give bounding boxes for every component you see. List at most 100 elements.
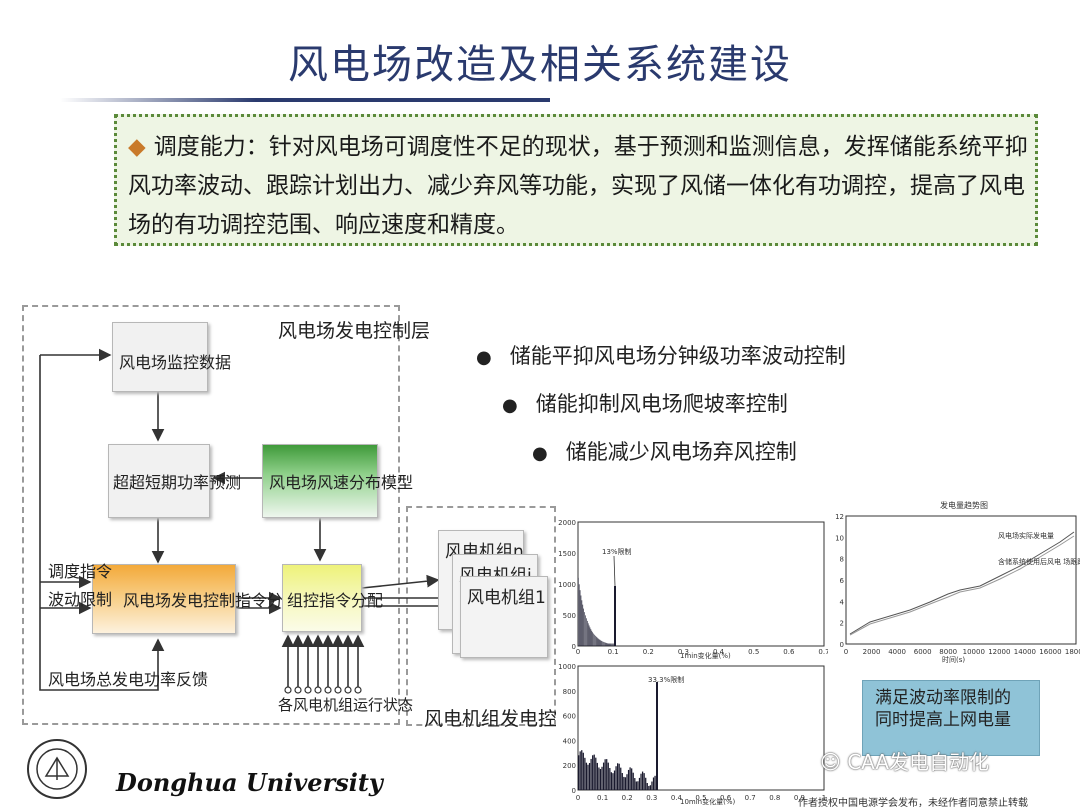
histogram-bar (579, 590, 581, 646)
histogram-bottom-y-tick: 600 (563, 713, 576, 721)
histogram-bar (623, 776, 625, 790)
histogram-top-x-tick: 0.3 (678, 648, 689, 656)
trend-y-tick: 2 (840, 620, 844, 628)
histogram-bar (588, 625, 590, 646)
histogram-top-x-tick: 0.6 (783, 648, 795, 656)
histogram-bar (591, 630, 593, 646)
histogram-top-bars (578, 577, 616, 646)
histogram-top-x-tick: 0.2 (643, 648, 654, 656)
turbine-1-box: 风电机组1 (460, 576, 548, 658)
allocator-label: 组控指令分配 (287, 591, 384, 610)
trend-xlabel: 时间(s) (942, 655, 965, 664)
histogram-bar (631, 768, 633, 790)
trend-x-tick: 16000 (1039, 648, 1061, 656)
monitor-data-box: 风电场监控数据 (112, 322, 231, 392)
turbine-state-label: 各风电机组运行状态 (278, 696, 414, 714)
histogram-bar (586, 618, 587, 646)
histogram-bar (604, 759, 606, 790)
histogram-bar (598, 639, 600, 646)
histogram-bar (654, 775, 656, 790)
histogram-bar (621, 773, 623, 790)
histogram-top-y-tick: 0 (572, 643, 576, 651)
footer-note: 作者授权中国电源学会发布，未经作者同意禁止转载 (798, 798, 1028, 809)
turbine-layer-label: 风电机组发电控制层 (424, 708, 596, 730)
controller-label: 风电场发电控制指令分配 (123, 591, 300, 610)
histogram-bar (602, 762, 605, 790)
histogram-bottom-y-tick: 1000 (558, 663, 576, 671)
histogram-bar (589, 627, 591, 646)
histogram-bar (578, 577, 579, 646)
histogram-bar (596, 637, 598, 646)
histogram-bar (641, 771, 644, 790)
histogram-bar (643, 773, 645, 790)
trend-legend-1: 风电场实际发电量 (998, 531, 1054, 540)
histogram-top-annotation: 13%限制 (602, 547, 632, 556)
feedback-label: 风电场总发电功率反馈 (48, 670, 209, 689)
trend-x-tick: 4000 (888, 648, 906, 656)
university-seal-icon (27, 739, 87, 799)
histogram-bar (596, 636, 597, 646)
histogram-top-x-tick: 0.4 (713, 648, 725, 656)
wind-model-box: 风电场风速分布模型 (262, 444, 413, 518)
histogram-bar (581, 600, 583, 646)
trend-y-tick: 8 (840, 556, 844, 564)
histogram-bar (595, 635, 596, 646)
callout-box: 满足波动率限制的同时提高上网电量 (862, 680, 1040, 756)
histogram-bar (606, 643, 608, 646)
trend-title: 发电量趋势图 (940, 500, 988, 510)
histogram-bar (579, 751, 581, 790)
turbine-1-label: 风电机组1 (467, 588, 546, 608)
histogram-bar (599, 768, 602, 790)
histogram-bar (635, 781, 637, 790)
histogram-bar (632, 772, 634, 790)
trend-y-tick: 4 (840, 598, 845, 606)
histogram-bottom-x-tick: 0.2 (622, 794, 633, 802)
histogram-top-x-tick: 0 (576, 648, 580, 656)
histogram-bottom-x-tick: 0.9 (794, 794, 805, 802)
monitor-data-label: 风电场监控数据 (119, 353, 232, 372)
histogram-bottom-x-tick: 0.3 (646, 794, 657, 802)
histogram-bar (638, 777, 641, 790)
callout-text: 满足波动率限制的同时提高上网电量 (875, 688, 1011, 730)
histogram-bottom-y-tick: 0 (572, 787, 576, 795)
bullet-item: ●储能减少风电场弃风控制 (532, 440, 797, 464)
histogram-bar (624, 777, 627, 790)
histogram-bar (578, 755, 580, 790)
trend-x-tick: 2000 (863, 648, 881, 656)
trend-legend-2: 含储系统使用后风电 场跟踪上网发电量 (998, 557, 1080, 566)
histogram-bottom-y-tick: 200 (563, 762, 576, 770)
histogram-bottom-bars (578, 682, 658, 790)
histogram-bottom-y-tick: 800 (563, 688, 576, 696)
histogram-bar (629, 767, 631, 790)
histogram-bottom-x-tick: 0 (576, 794, 580, 802)
histogram-bar (582, 604, 584, 646)
histogram-bar (652, 777, 655, 790)
histogram-bar (608, 643, 610, 646)
histogram-bar (610, 772, 613, 790)
histogram-bar (620, 767, 622, 790)
trend-y-tick: 10 (835, 534, 844, 542)
trend-x-tick: 6000 (914, 648, 932, 656)
forecast-label: 超超短期功率预测 (113, 473, 242, 492)
histogram-bar (609, 767, 611, 790)
histogram-bar (637, 781, 639, 790)
histogram-limit-bar (656, 682, 658, 790)
histogram-bar (585, 615, 586, 646)
histogram-bar (604, 642, 605, 646)
histogram-bar (649, 785, 652, 790)
histogram-bar (613, 643, 614, 646)
histogram-bar (605, 642, 606, 646)
trend-x-tick: 10000 (963, 648, 985, 656)
description-text: ◆调度能力：针对风电场可调度性不足的现状，基于预测和监测信息，发挥储能系统平抑风… (128, 128, 1028, 245)
trend-x-tick: 14000 (1014, 648, 1036, 656)
description-box (114, 114, 1038, 246)
trend-series-actual (849, 531, 1075, 635)
histogram-top-y-tick: 1000 (558, 581, 576, 589)
histogram-bar (640, 773, 642, 790)
histogram-bottom-x-tick: 0.1 (597, 794, 608, 802)
trend-x-tick: 18000 (1065, 648, 1080, 656)
histogram-bar (606, 759, 608, 790)
description-body: 调度能力：针对风电场可调度性不足的现状，基于预测和监测信息，发挥储能系统平抑风功… (128, 134, 1028, 238)
university-wordmark: Donghua University (116, 768, 383, 797)
